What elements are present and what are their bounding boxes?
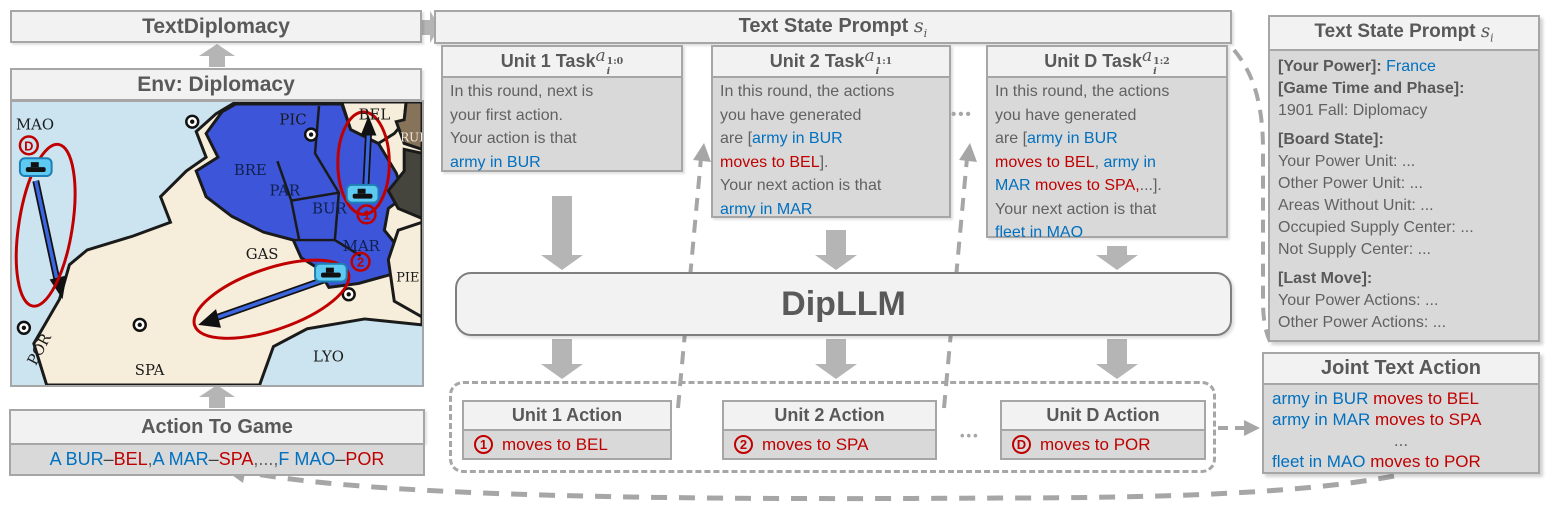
- unit-badge-d: D: [18, 135, 39, 156]
- text-state-prompt-panel-label: Text State Prompt si: [1314, 21, 1494, 45]
- unit-badge-2: 2: [350, 251, 371, 272]
- env-diplomacy-label: Env: Diplomacy: [137, 72, 295, 96]
- army-unit-icon: [345, 183, 380, 204]
- action-ellipsis: •••: [960, 428, 980, 443]
- unit2-action-value: 2 moves to SPA: [724, 431, 935, 458]
- supply-center-icon: [16, 114, 356, 335]
- action-to-game-box: Action To Game A BUR – BEL, A MAR – SPA,…: [9, 409, 425, 476]
- highlight-ellipse: [14, 142, 77, 308]
- text-state-prompt-panel-body: [Your Power]: France[Game Time and Phase…: [1268, 51, 1540, 342]
- region-border: [276, 160, 301, 241]
- unitD-action-value: D moves to POR: [1002, 431, 1204, 458]
- dashed-loop-joint-action-to-game: [245, 469, 1395, 502]
- action-to-game-title-label: Action To Game: [141, 415, 293, 438]
- joint-text-action-label: Joint Text Action: [1321, 357, 1481, 379]
- map-label-par: PAR: [269, 183, 300, 200]
- unit1-action-value: 1 moves to BEL: [464, 431, 670, 458]
- map-label-gas: GAS: [246, 246, 279, 263]
- unit2-action-box: Unit 2 Action 2 moves to SPA: [722, 400, 937, 460]
- unit-badge-1: 1: [356, 204, 377, 225]
- dashed-feedback-arrowhead-icon: [1244, 420, 1260, 436]
- dipllm-box: DipLLM: [455, 272, 1232, 336]
- flow-arrow-up-icon: [199, 385, 235, 408]
- unitD-action-header: Unit D Action: [1002, 402, 1204, 431]
- move-arrow-bur-bel: [360, 115, 377, 193]
- highlight-ellipse: [336, 110, 391, 216]
- map-label-ruh: RUH: [400, 130, 422, 144]
- dipllm-label: DipLLM: [781, 284, 906, 323]
- dashed-feedback-unit2-to-unitD-arrow: [942, 157, 969, 409]
- unit2-action-text: moves to SPA: [762, 434, 869, 454]
- flow-arrow-down-icon: [541, 196, 583, 270]
- unit2-circle-badge: 2: [734, 435, 753, 454]
- dashed-feedback-arrowhead-icon: [693, 143, 711, 162]
- map-label-lyo: LYO: [313, 348, 344, 365]
- svg-text:1: 1: [363, 207, 370, 222]
- text-state-prompt-bar-label: Text State Prompt si: [738, 14, 928, 40]
- joint-text-action-panel: Joint Text Action army in BUR moves to B…: [1262, 352, 1540, 474]
- flow-arrow-down-icon: [815, 230, 857, 270]
- dashed-feedback-arrowhead-icon: [959, 143, 977, 162]
- highlight-ellipse: [192, 258, 351, 340]
- diplomacy-map-svg: 1 2 D MAO PIC BEL RUH BRE PAR BUR MAR GA…: [12, 100, 430, 387]
- svg-text:2: 2: [357, 255, 364, 270]
- textdiplomacy-label: TextDiplomacy: [142, 14, 290, 38]
- map-label-pie: PIE: [396, 270, 419, 285]
- map-label-spa: SPA: [135, 362, 165, 379]
- joint-action-dashed-container: [449, 381, 1216, 473]
- unitD-action-text: moves to POR: [1040, 434, 1151, 454]
- action-to-game-title: Action To Game: [9, 409, 425, 443]
- text-state-prompt-bar: Text State Prompt si: [434, 10, 1232, 44]
- flow-arrow-down-icon: [541, 339, 583, 379]
- joint-text-action-header: Joint Text Action: [1262, 352, 1540, 385]
- text-state-prompt-panel-header: Text State Prompt si: [1268, 15, 1540, 51]
- army-unit-icon: [314, 262, 348, 283]
- unitD-circle-badge: D: [1012, 435, 1031, 454]
- region-border: [291, 191, 340, 202]
- svg-text:D: D: [24, 138, 33, 153]
- unit1-action-text: moves to BEL: [502, 434, 608, 454]
- env-diplomacy-header: Env: Diplomacy: [10, 68, 422, 101]
- unit1-action-header: Unit 1 Action: [464, 402, 670, 431]
- unitD-action-box: Unit D Action D moves to POR: [1000, 400, 1206, 460]
- map-label-bel: BEL: [359, 107, 391, 124]
- fleet-unit-icon: [18, 157, 53, 177]
- text-state-prompt-panel: Text State Prompt si [Your Power]: Franc…: [1268, 15, 1540, 342]
- unit1-circle-badge: 1: [474, 435, 493, 454]
- diplomacy-map: 1 2 D MAO PIC BEL RUH BRE PAR BUR MAR GA…: [10, 100, 430, 387]
- flow-arrow-down-icon: [815, 339, 857, 379]
- map-label-mao: MAO: [16, 117, 54, 134]
- map-label-mar: MAR: [343, 238, 381, 255]
- dashed-connector-state-prompt: [1232, 48, 1276, 351]
- unit1-action-box: Unit 1 Action 1 moves to BEL: [462, 400, 672, 460]
- textdiplomacy-box: TextDiplomacy: [10, 10, 422, 43]
- unit2-action-header: Unit 2 Action: [724, 402, 935, 431]
- action-to-game-line: A BUR – BEL, A MAR – SPA,..., F MAO – PO…: [9, 443, 425, 476]
- move-arrow-mar-spa: [198, 274, 333, 328]
- map-label-pic: PIC: [279, 112, 306, 129]
- map-label-bur: BUR: [312, 200, 347, 217]
- flow-arrow-down-icon: [1096, 246, 1138, 270]
- flow-arrow-down-icon: [1096, 339, 1138, 379]
- dashed-feedback-unit1-to-unit2-arrow: [676, 157, 703, 409]
- flow-arrow-up-icon: [199, 44, 235, 67]
- move-arrow-mao-por: [32, 180, 67, 300]
- map-label-bre: BRE: [234, 162, 267, 179]
- task-ellipsis: •••: [951, 106, 973, 123]
- flow-arrow-right-icon: [422, 11, 440, 43]
